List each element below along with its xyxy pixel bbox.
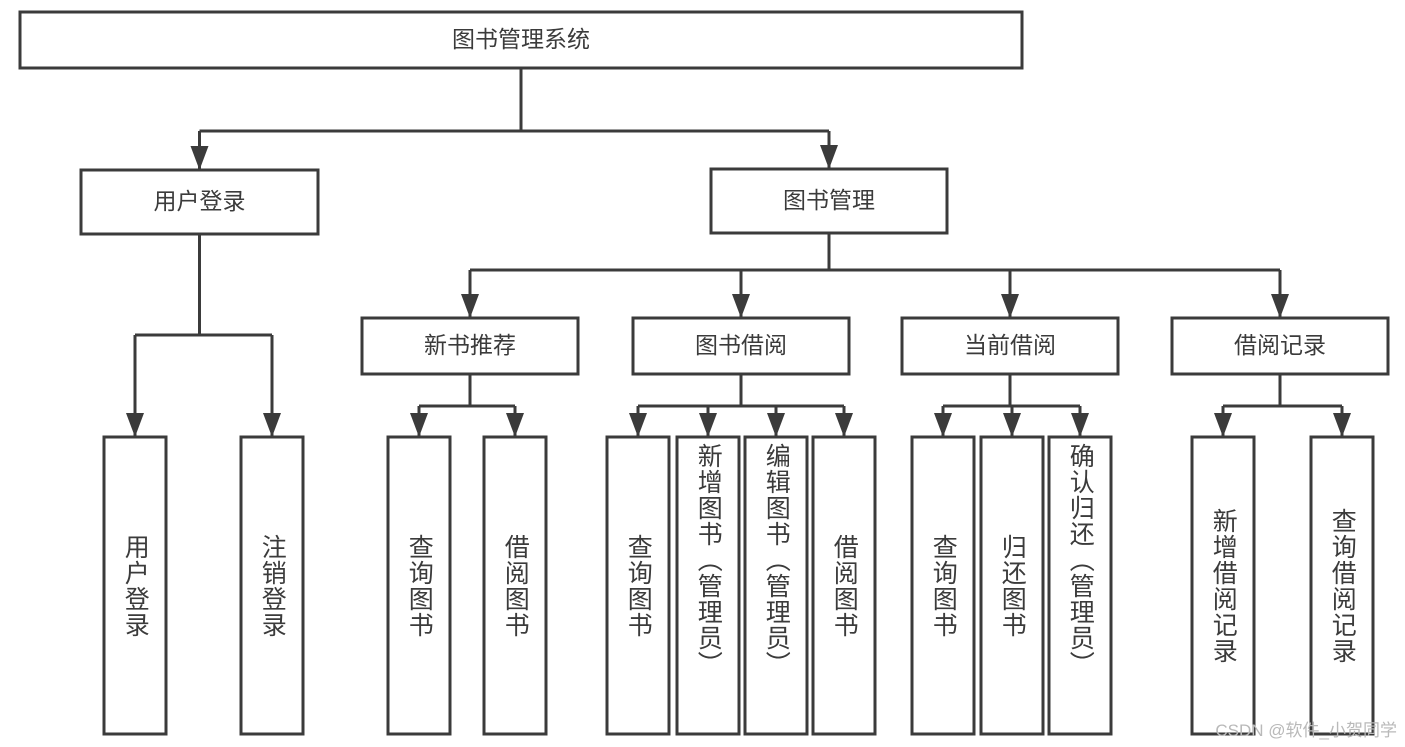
arrow-head-icon [190, 146, 209, 170]
node-label: 新书推荐 [424, 332, 516, 358]
arrow-head-icon [1271, 294, 1289, 318]
leaf-node-box[interactable] [811, 435, 877, 736]
arrow-head-icon [126, 413, 144, 437]
arrow-head-icon [629, 413, 647, 437]
arrow-head-icon [767, 413, 785, 437]
arrow-head-icon [732, 294, 750, 318]
arrow-head-icon [461, 294, 479, 318]
branch-node-box[interactable] [900, 316, 1120, 376]
leaf-node-box[interactable] [1309, 435, 1375, 736]
arrow-head-icon [1071, 413, 1089, 437]
leaf-node-box[interactable] [910, 435, 976, 736]
node-label: 用户登录 [154, 188, 246, 214]
root-node-box[interactable] [18, 10, 1024, 70]
leaf-node-box[interactable] [605, 435, 671, 736]
arrow-head-icon [934, 413, 952, 437]
node-label: 图书管理系统 [452, 26, 590, 52]
arrow-head-icon [506, 413, 524, 437]
branch-node-box[interactable] [709, 167, 949, 235]
arrow-head-icon [699, 413, 717, 437]
branch-node-box[interactable] [1170, 316, 1390, 376]
arrow-head-icon [1214, 413, 1232, 437]
node-label: 借阅记录 [1234, 332, 1326, 358]
leaf-node-box[interactable] [675, 435, 741, 736]
branch-node-box[interactable] [360, 316, 580, 376]
watermark-text: CSDN @软件_小贺同学 [1215, 721, 1397, 740]
leaf-node-box[interactable] [482, 435, 548, 736]
node-label: 图书借阅 [695, 332, 787, 358]
branch-node-box[interactable] [631, 316, 851, 376]
leaf-node-box[interactable] [1190, 435, 1256, 736]
boxes-layer [18, 10, 1390, 736]
connectors-layer [126, 68, 1351, 437]
branch-node-box[interactable] [79, 168, 320, 236]
arrow-head-icon [410, 413, 428, 437]
leaf-node-box[interactable] [979, 435, 1045, 736]
arrow-head-icon [1333, 413, 1351, 437]
node-label: 图书管理 [783, 187, 875, 213]
leaf-node-box[interactable] [743, 435, 809, 736]
leaf-node-box[interactable] [102, 435, 168, 736]
arrow-head-icon [1001, 294, 1019, 318]
arrow-head-icon [1003, 413, 1021, 437]
leaf-node-box[interactable] [239, 435, 305, 736]
arrow-head-icon [835, 413, 853, 437]
node-label: 当前借阅 [964, 332, 1056, 358]
arrow-head-icon [263, 413, 281, 437]
leaf-node-box[interactable] [386, 435, 452, 736]
arrow-head-icon [820, 145, 838, 169]
leaf-node-box[interactable] [1047, 435, 1113, 736]
